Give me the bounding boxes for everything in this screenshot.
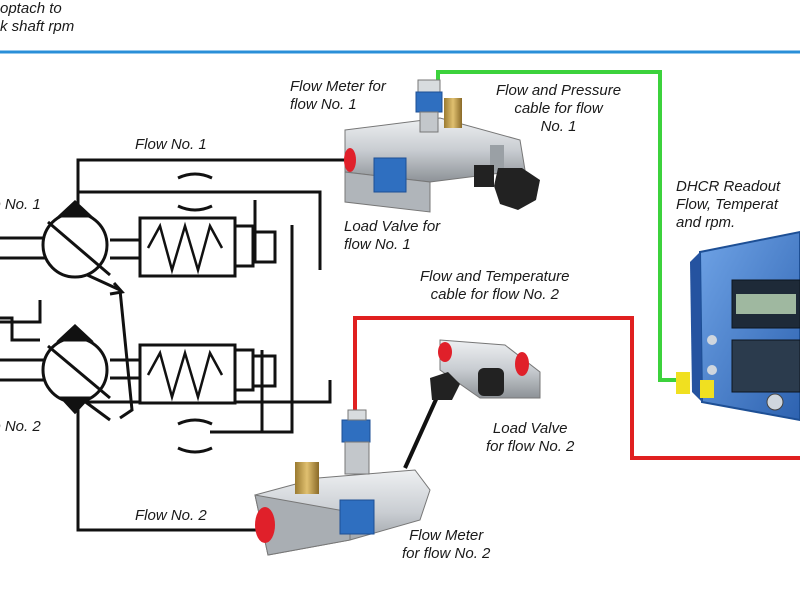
- relief-valve-2-symbol: [138, 343, 277, 454]
- label-line: for flow No. 2: [402, 545, 491, 562]
- load-valve-2-assembly: [430, 339, 541, 400]
- label-line: cable for flow No. 2: [430, 286, 559, 303]
- flow-meter-2-assembly: [254, 409, 431, 556]
- valve-2-hose: [403, 394, 440, 469]
- label-line: Flow and Temperature: [420, 268, 570, 285]
- label-line: cable for flow: [514, 100, 603, 117]
- label-flow-meter-1: Flow Meter for flow No. 1: [290, 78, 386, 114]
- label-line: Flow Meter for: [290, 78, 386, 95]
- label-dhcr-readout: DHCR Readout Flow, Temperat and rpm.: [676, 178, 780, 232]
- flow-meter-1-assembly: [344, 79, 540, 213]
- label-line: flow No. 1: [344, 236, 411, 253]
- header-line-2: k shaft rpm: [0, 18, 75, 35]
- dhcr-readout-unit: [676, 230, 800, 422]
- label-line: Flow Meter: [409, 527, 484, 544]
- label-line: DHCR Readout: [676, 178, 781, 195]
- label-line: Load Valve: [492, 420, 568, 437]
- label-load-valve-1: Load Valve for flow No. 1: [344, 218, 440, 254]
- label-line: Flow, Temperat: [676, 196, 778, 213]
- flow-temperature-cable: [353, 316, 800, 460]
- label-temperature-cable: Flow and Temperature cable for flow No. …: [420, 268, 570, 304]
- label-line: Load Valve for: [344, 218, 441, 235]
- label-line: Flow and Pressure: [496, 82, 622, 99]
- label-flow-no-2: Flow No. 2: [135, 507, 207, 524]
- label-line: for flow No. 2: [486, 438, 575, 455]
- label-load-valve-2: Load Valve for flow No. 2: [486, 420, 574, 456]
- relief-valve-1-symbol: [138, 172, 277, 278]
- label-pressure-cable: Flow and Pressure cable for flow No. 1: [496, 82, 621, 136]
- header-text: optach to k shaft rpm: [0, 0, 74, 36]
- label-pump-2: np No. 2: [0, 418, 41, 435]
- label-flow-meter-2: Flow Meter for flow No. 2: [402, 527, 490, 563]
- label-line: flow No. 1: [290, 96, 357, 113]
- label-line: No. 1: [540, 118, 577, 135]
- pump-2-symbol: [41, 323, 111, 415]
- flow-pressure-cable: [436, 70, 690, 382]
- pump-1-symbol: [41, 199, 111, 279]
- label-flow-no-1: Flow No. 1: [135, 136, 207, 153]
- label-line: and rpm.: [676, 214, 736, 231]
- label-pump-1: np No. 1: [0, 196, 41, 213]
- header-line-1: optach to: [0, 0, 62, 17]
